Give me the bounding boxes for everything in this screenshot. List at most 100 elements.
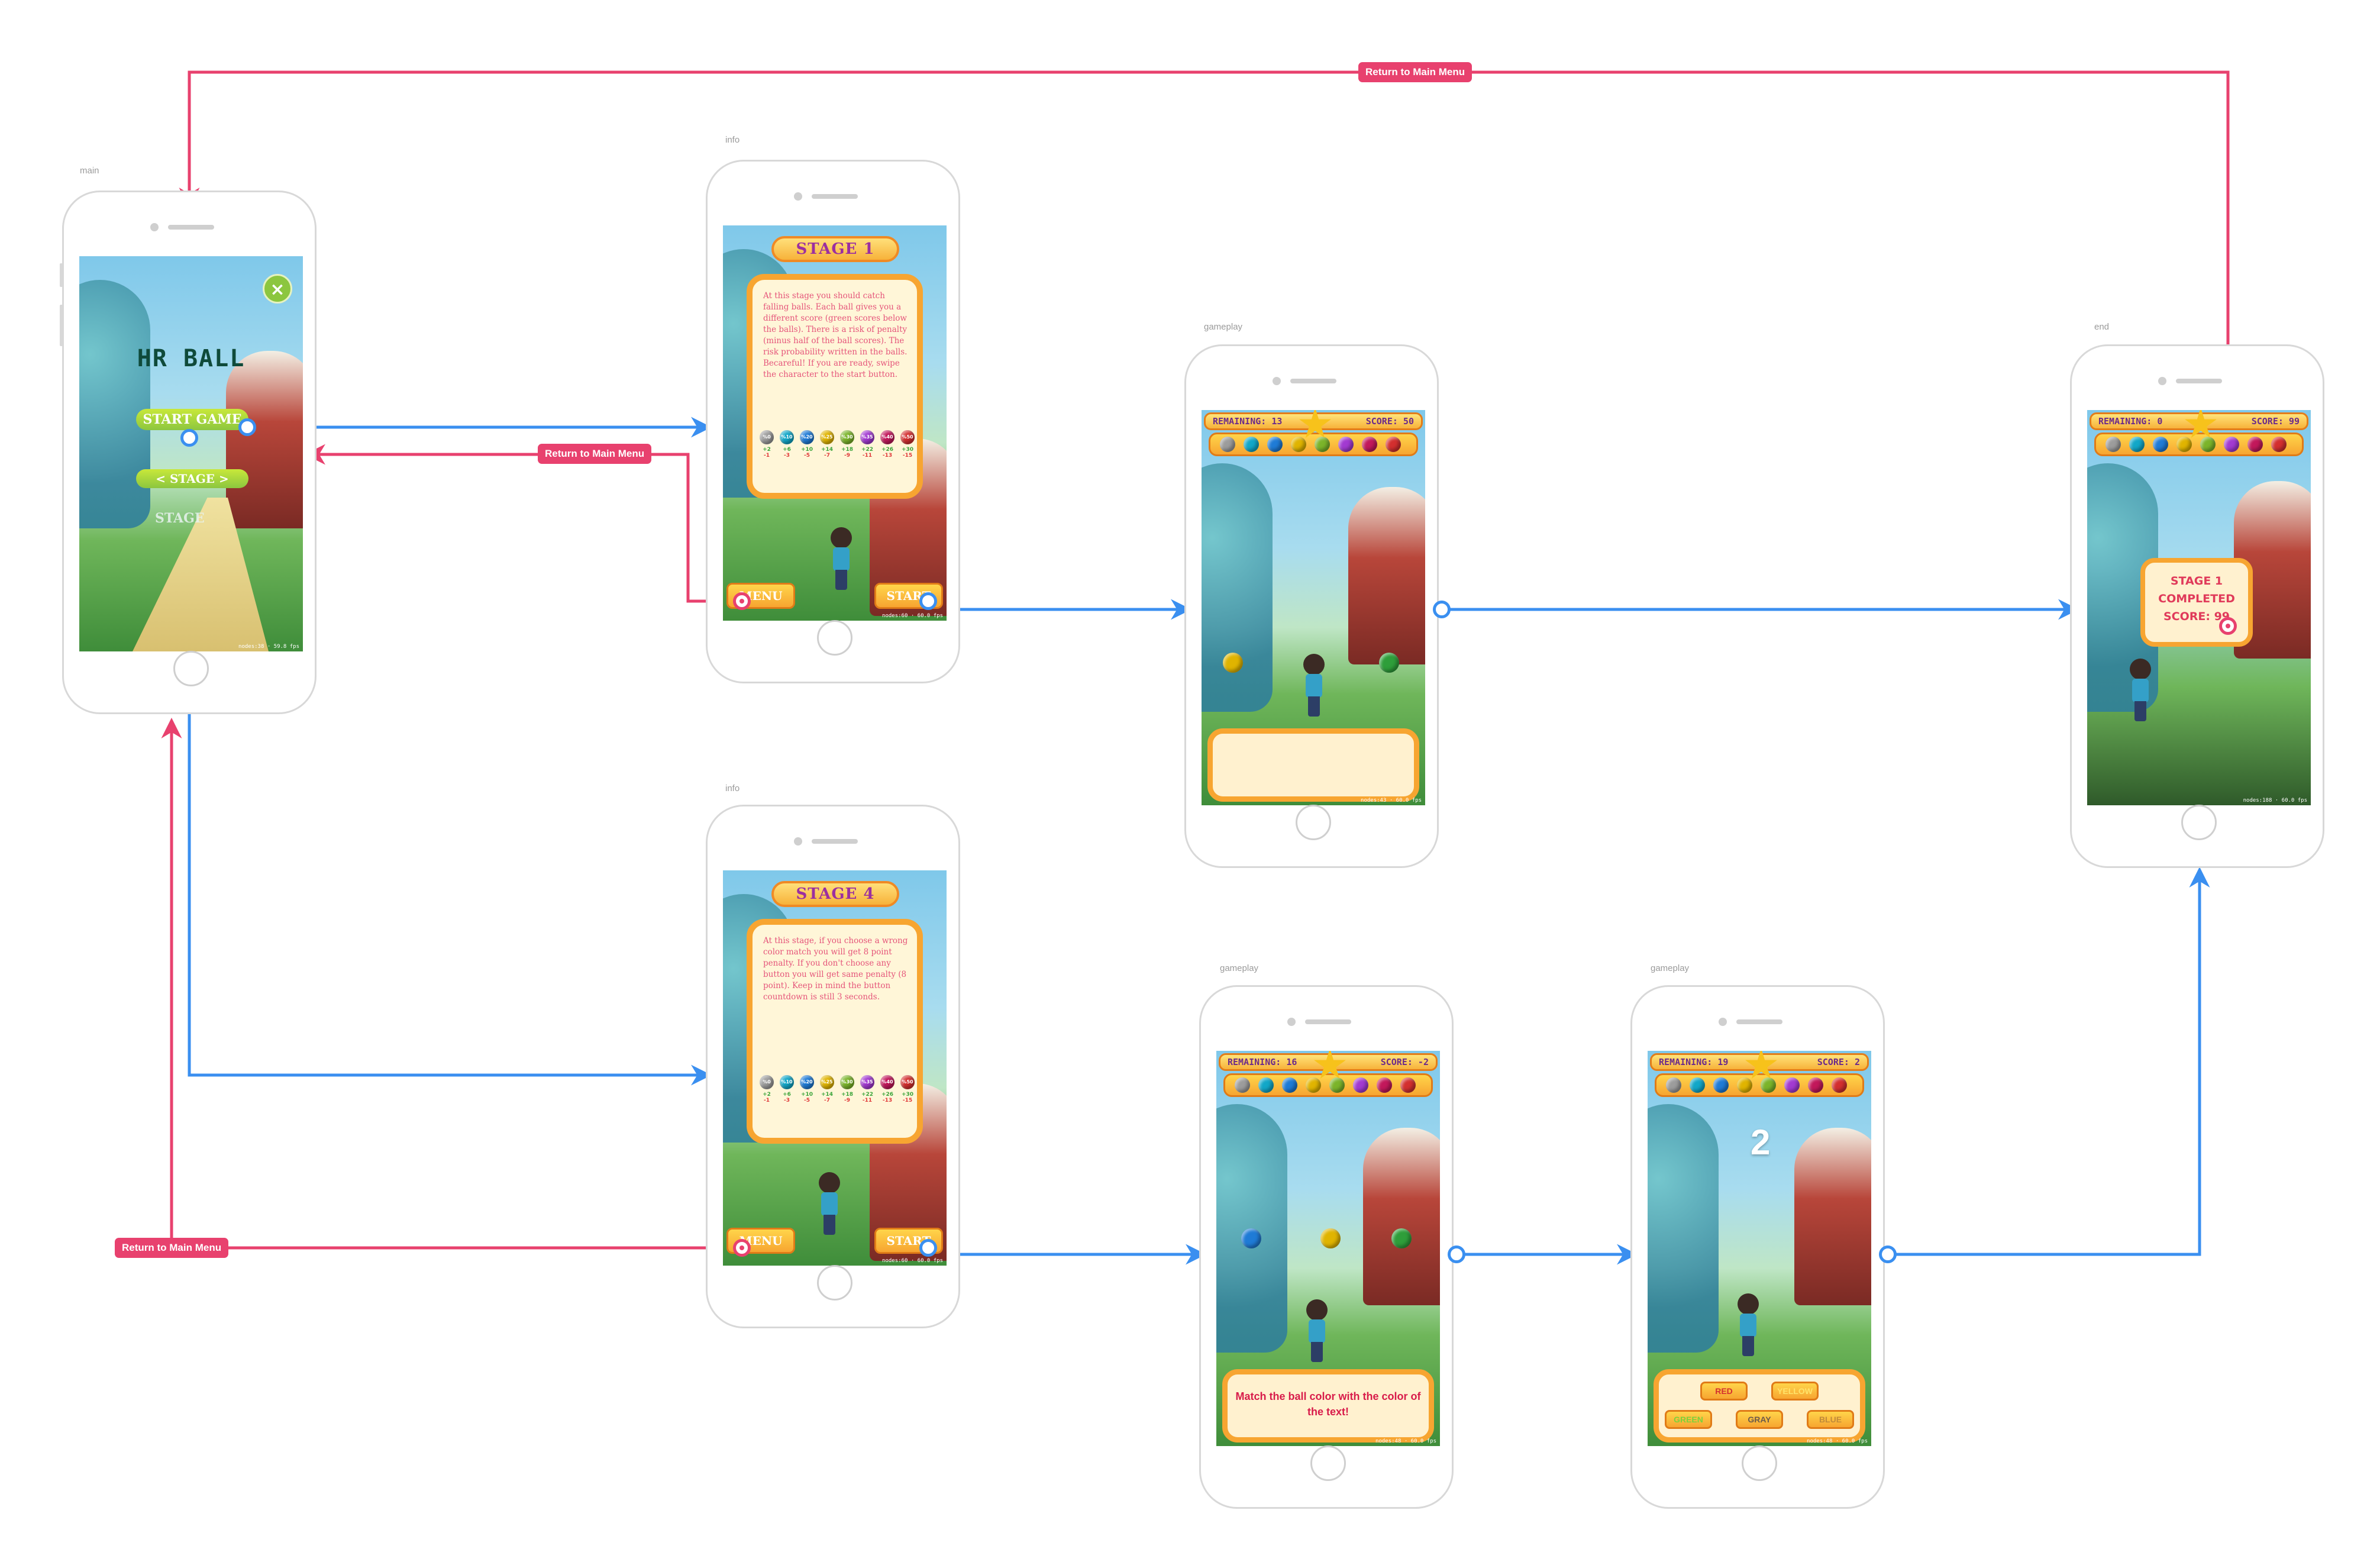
debug-stats: nodes:188 · 60.0 fps bbox=[2243, 798, 2307, 804]
stage-completed-panel[interactable]: STAGE 1 COMPLETED SCORE: 99 bbox=[2140, 558, 2253, 647]
message-panel bbox=[1207, 728, 1419, 802]
ball-risk-2: %20 bbox=[800, 1075, 814, 1089]
ball-score-0: +2-1 bbox=[763, 447, 771, 459]
phone-gameplay-1: REMAINING: 13 SCORE: 50 nodes:43 · 60.0 … bbox=[1184, 344, 1439, 868]
ball-risk-5: %35 bbox=[860, 1075, 874, 1089]
score-counter: SCORE: 2 bbox=[1817, 1057, 1860, 1067]
hud-ball-7 bbox=[1832, 1077, 1847, 1093]
falling-ball bbox=[1391, 1228, 1412, 1248]
hud-ball-2 bbox=[1282, 1077, 1297, 1093]
hud-ball-6 bbox=[1362, 437, 1377, 452]
ball-risk-4: %30 bbox=[840, 1075, 854, 1089]
home-button[interactable] bbox=[817, 620, 852, 656]
screen-end: REMAINING: 0 SCORE: 99 STAGE 1 COMPLETED… bbox=[2087, 410, 2311, 805]
ball-risk-1: %10 bbox=[780, 1075, 794, 1089]
hud-ball-1 bbox=[1244, 437, 1259, 452]
hud-ball-6 bbox=[2247, 437, 2263, 452]
hotspot-start-info-4[interactable] bbox=[919, 1239, 937, 1257]
ball-risk-3: %25 bbox=[820, 430, 834, 444]
hud-ball-4 bbox=[1329, 1077, 1345, 1093]
menu-button[interactable]: MENU bbox=[726, 1228, 795, 1254]
return-to-main-menu-label-top: Return to Main Menu bbox=[1358, 62, 1472, 82]
ball-legend bbox=[2094, 433, 2304, 456]
hotspot-start-info-1[interactable] bbox=[919, 592, 937, 610]
ball-legend bbox=[1209, 433, 1418, 456]
debug-stats: nodes:60 · 60.0 fps bbox=[882, 613, 943, 619]
hud-ball-6 bbox=[1377, 1077, 1392, 1093]
ball-score-4: +18-9 bbox=[841, 447, 854, 459]
flow-gameplay3-to-end bbox=[1888, 867, 2210, 1256]
screen-info-stage-4: STAGE 4 At this stage, if you choose a w… bbox=[723, 870, 947, 1266]
player-character[interactable] bbox=[824, 527, 859, 592]
hud-ball-3 bbox=[2176, 437, 2192, 452]
home-button[interactable] bbox=[1296, 805, 1331, 840]
phone-gameplay-3: REMAINING: 19 SCORE: 2 2 RED YELLOW GREE… bbox=[1630, 985, 1885, 1509]
ball-score-5: +22-11 bbox=[861, 1092, 874, 1103]
hud-ball-5 bbox=[1784, 1077, 1800, 1093]
ball-risk-1: %10 bbox=[780, 430, 794, 444]
hotspot-end-to-main[interactable] bbox=[2219, 617, 2237, 635]
ball-legend bbox=[1223, 1073, 1433, 1097]
hud-ball-7 bbox=[1400, 1077, 1416, 1093]
home-button[interactable] bbox=[817, 1265, 852, 1301]
screen-gameplay-3: REMAINING: 19 SCORE: 2 2 RED YELLOW GREE… bbox=[1648, 1051, 1871, 1446]
screen-gameplay-1: REMAINING: 13 SCORE: 50 nodes:43 · 60.0 … bbox=[1202, 410, 1425, 805]
debug-stats: nodes:43 · 60.0 fps bbox=[1361, 798, 1422, 804]
hotspot-gameplay-2-next[interactable] bbox=[1448, 1245, 1465, 1263]
house-illustration bbox=[226, 351, 303, 528]
hud-ball-0 bbox=[1235, 1077, 1250, 1093]
debug-stats: nodes:60 · 60.0 fps bbox=[882, 1258, 943, 1264]
hotspot-menu-info-1[interactable] bbox=[733, 592, 751, 610]
home-button[interactable] bbox=[1742, 1445, 1777, 1481]
stage-ghost-label: STAGE bbox=[155, 511, 205, 526]
hud-ball-3 bbox=[1737, 1077, 1752, 1093]
hud-ball-3 bbox=[1291, 437, 1306, 452]
close-icon[interactable]: × bbox=[263, 274, 292, 304]
ball-row-stage-1: %0+2-1%10+6-3%20+10-5%25+14-7%30+18-9%35… bbox=[760, 430, 919, 472]
player-character bbox=[2123, 659, 2158, 724]
hud-ball-1 bbox=[2129, 437, 2145, 452]
instruction-text: At this stage you should catch falling b… bbox=[763, 291, 908, 379]
stage-banner: STAGE 4 bbox=[771, 881, 899, 907]
game-title: HR BALL bbox=[137, 345, 246, 372]
remaining-counter: REMAINING: 0 bbox=[2098, 416, 2163, 427]
score-counter: SCORE: -2 bbox=[1380, 1057, 1429, 1067]
frame-label-gameplay-2: gameplay bbox=[1220, 963, 1259, 973]
phone-info-stage-4: STAGE 4 At this stage, if you choose a w… bbox=[706, 805, 960, 1328]
frame-label-end: end bbox=[2094, 322, 2110, 332]
green-button[interactable]: GREEN bbox=[1665, 1410, 1712, 1429]
instruction-text: At this stage, if you choose a wrong col… bbox=[763, 936, 908, 1002]
completed-label: COMPLETED bbox=[2158, 592, 2235, 605]
instruction-panel: At this stage you should catch falling b… bbox=[747, 274, 923, 499]
hud-ball-3 bbox=[1306, 1077, 1321, 1093]
hotspot-menu-info-4[interactable] bbox=[733, 1239, 751, 1257]
return-info1-to-main bbox=[305, 444, 742, 603]
hud-ball-0 bbox=[1220, 437, 1235, 452]
stage-selector-button[interactable]: < STAGE > bbox=[136, 469, 248, 488]
home-button[interactable] bbox=[173, 651, 209, 686]
frame-label-main: main bbox=[80, 166, 99, 176]
screen-main: × HR BALL START GAME < STAGE > STAGE nod… bbox=[79, 256, 303, 651]
ball-score-5: +22-11 bbox=[861, 447, 874, 459]
hud-ball-0 bbox=[1666, 1077, 1681, 1093]
final-score: SCORE: 99 bbox=[2163, 610, 2230, 623]
yellow-button[interactable]: YELLOW bbox=[1771, 1382, 1819, 1401]
hotspot-start-game[interactable] bbox=[238, 418, 256, 436]
hud-ball-0 bbox=[2105, 437, 2121, 452]
start-game-button[interactable]: START GAME bbox=[136, 409, 248, 430]
player-character[interactable] bbox=[1730, 1293, 1766, 1359]
player-character[interactable] bbox=[812, 1172, 847, 1237]
player-character[interactable] bbox=[1296, 654, 1332, 719]
hotspot-gameplay-1-end[interactable] bbox=[1433, 601, 1451, 618]
hotspot-stage-selector[interactable] bbox=[180, 429, 198, 447]
ball-risk-3: %25 bbox=[820, 1075, 834, 1089]
red-button[interactable]: RED bbox=[1700, 1382, 1748, 1401]
tree-illustration bbox=[79, 280, 150, 528]
blue-button[interactable]: BLUE bbox=[1807, 1410, 1854, 1429]
hud-bar: REMAINING: 13 SCORE: 50 bbox=[1204, 412, 1423, 430]
home-button[interactable] bbox=[2181, 805, 2217, 840]
gray-button[interactable]: GRAY bbox=[1736, 1410, 1783, 1429]
home-button[interactable] bbox=[1310, 1445, 1346, 1481]
player-character[interactable] bbox=[1299, 1299, 1335, 1364]
hotspot-gameplay-3-end[interactable] bbox=[1879, 1245, 1897, 1263]
